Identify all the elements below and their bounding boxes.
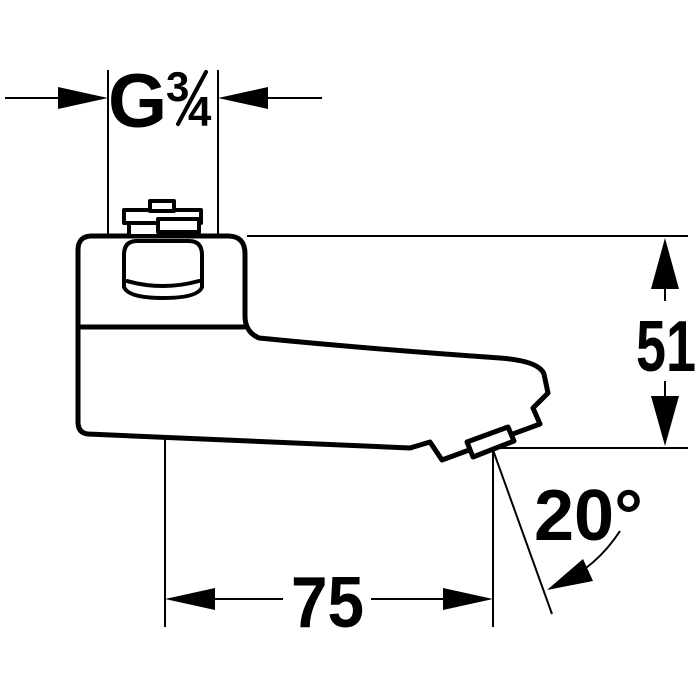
- thread-label-denominator: 4: [188, 88, 212, 135]
- length-arrow-left: [165, 588, 215, 610]
- height-arrow-up: [651, 238, 679, 289]
- length-arrow-right: [443, 588, 493, 610]
- dimension-thread: G 3 4: [5, 59, 322, 234]
- dimension-height: 51: [247, 235, 696, 449]
- aerator-face: [464, 424, 517, 460]
- height-label: 51: [636, 307, 696, 387]
- height-arrow-down: [651, 396, 679, 446]
- union-nut: [122, 239, 204, 300]
- angle-slant-line: [492, 449, 553, 615]
- faucet-spout-figure: [75, 199, 551, 463]
- thread-label-prefix: G: [108, 59, 167, 144]
- length-label: 75: [291, 563, 364, 643]
- thread-step: [156, 217, 201, 234]
- angle-arrow: [547, 559, 593, 590]
- union-nut-rim-line: [125, 279, 201, 288]
- dimension-length: 75: [164, 437, 494, 643]
- thread-fraction-slash: [176, 70, 208, 126]
- thread-arrow-right: [218, 87, 268, 109]
- thread-arrow-left: [58, 87, 108, 109]
- thread-label-numerator: 3: [166, 63, 189, 110]
- angle-label: 20°: [534, 476, 643, 556]
- dimension-angle: 20°: [492, 449, 643, 615]
- thread-tab: [148, 199, 176, 213]
